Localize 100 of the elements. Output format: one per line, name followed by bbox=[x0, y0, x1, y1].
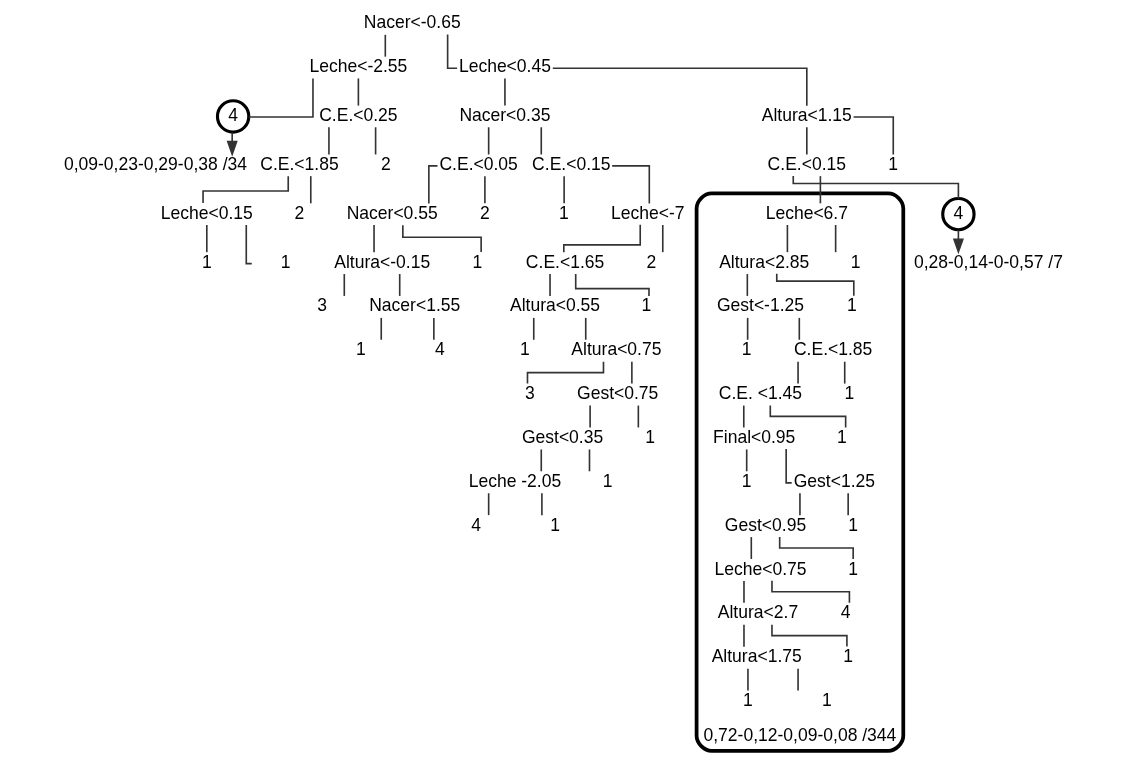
connector bbox=[843, 360, 846, 385]
node-text: Leche<0.45 bbox=[458, 56, 551, 77]
connector bbox=[746, 317, 748, 341]
node-text: C.E.<0.15 bbox=[531, 153, 611, 174]
connector bbox=[562, 175, 565, 205]
node-text: 1 bbox=[280, 251, 291, 272]
connector bbox=[539, 448, 542, 473]
node-text: 1 bbox=[846, 295, 857, 316]
node-text: Altura<2.85 bbox=[718, 251, 809, 272]
connector bbox=[584, 317, 587, 341]
node-text: 1 bbox=[549, 514, 560, 535]
connector bbox=[357, 77, 359, 107]
connector bbox=[487, 492, 489, 516]
node-text: Altura<2.7 bbox=[717, 602, 798, 623]
connector bbox=[588, 448, 590, 473]
node-text: 2 bbox=[294, 202, 304, 223]
node-text: 1 bbox=[842, 646, 853, 667]
node-text: 2 bbox=[479, 202, 490, 223]
node-text: Altura<1.15 bbox=[761, 105, 852, 126]
node-text: C.E.<0.15 bbox=[767, 153, 846, 174]
connector bbox=[630, 360, 633, 385]
connector bbox=[661, 224, 664, 253]
node-text: Altura<0.75 bbox=[570, 339, 661, 360]
connector bbox=[798, 492, 801, 516]
connector bbox=[798, 317, 800, 341]
connector bbox=[819, 175, 821, 205]
node-text: Altura<0.55 bbox=[509, 295, 600, 316]
connector bbox=[746, 667, 749, 692]
connector bbox=[745, 448, 747, 473]
node-text: C.E.<1.85 bbox=[259, 153, 339, 174]
connector bbox=[796, 667, 799, 692]
connector bbox=[309, 175, 312, 205]
node-text: C.E. <1.45 bbox=[718, 383, 802, 404]
connector bbox=[746, 273, 748, 297]
node-text: C.E.<1.85 bbox=[793, 339, 872, 360]
connector bbox=[201, 175, 289, 204]
node-text: 1 bbox=[821, 690, 832, 711]
node-text: Gest<0.95 bbox=[724, 514, 806, 535]
node-text: 1 bbox=[558, 202, 569, 223]
connector bbox=[398, 273, 401, 297]
connector bbox=[742, 623, 745, 648]
node-text: Leche<-2.55 bbox=[308, 56, 407, 77]
node-text: Leche<0.75 bbox=[713, 558, 806, 579]
connector bbox=[610, 165, 650, 205]
node-text: 1 bbox=[355, 339, 366, 360]
connector bbox=[846, 492, 849, 516]
connector bbox=[805, 126, 808, 156]
node-text: Altura<1.75 bbox=[711, 646, 802, 667]
node-text: Leche<6.7 bbox=[765, 202, 848, 223]
connector bbox=[487, 126, 489, 156]
node-text: Gest<-1.25 bbox=[716, 295, 804, 316]
node-text: Altura<-0.15 bbox=[333, 251, 430, 272]
connector bbox=[539, 126, 542, 156]
connector bbox=[852, 116, 894, 156]
connector bbox=[503, 77, 506, 107]
node-text: 1 bbox=[519, 339, 530, 360]
node-text: 1 bbox=[847, 514, 858, 535]
node-text: Nacer<0.35 bbox=[458, 105, 550, 126]
node-text: Gest<0.35 bbox=[521, 426, 603, 447]
node-text: Nacer<0.55 bbox=[346, 202, 438, 223]
node-text: 3 bbox=[524, 383, 535, 404]
connector bbox=[384, 34, 386, 58]
node-text: 1 bbox=[850, 251, 861, 272]
connector bbox=[784, 448, 792, 484]
node-text: 1 bbox=[844, 383, 854, 404]
connector bbox=[786, 224, 788, 253]
node-text: 3 bbox=[316, 295, 327, 316]
node-text: 1 bbox=[201, 251, 212, 272]
node-text: C.E.<1.65 bbox=[525, 251, 604, 272]
connector bbox=[548, 273, 551, 297]
node-text: 2 bbox=[380, 153, 391, 174]
connector bbox=[742, 580, 745, 604]
node-text: 1 bbox=[741, 339, 752, 360]
connector bbox=[796, 360, 799, 385]
connector bbox=[540, 492, 543, 516]
node-circle: 4 bbox=[940, 196, 976, 232]
node-text: Leche<0.15 bbox=[160, 202, 253, 223]
node-text: 0,09-0,23-0,29-0,38 /34 bbox=[63, 153, 247, 174]
node-text: 1 bbox=[741, 470, 752, 491]
node-text: 1 bbox=[887, 153, 898, 174]
connector bbox=[379, 317, 382, 341]
node-text: Gest<1.25 bbox=[793, 470, 875, 491]
node-text: 2 bbox=[646, 251, 656, 272]
node-text: 1 bbox=[836, 426, 847, 447]
node-text: Leche<-7 bbox=[610, 202, 685, 223]
connector bbox=[432, 317, 435, 341]
arrow bbox=[226, 131, 238, 157]
node-text: 1 bbox=[847, 558, 858, 579]
node-text: 1 bbox=[641, 295, 651, 316]
connector bbox=[372, 224, 375, 253]
connector bbox=[374, 126, 376, 156]
node-text: C.E.<0.05 bbox=[438, 153, 518, 174]
connector bbox=[205, 224, 208, 253]
node-circle: 4 bbox=[215, 99, 250, 134]
connector bbox=[742, 404, 745, 429]
node-text: 1 bbox=[602, 470, 613, 491]
connector bbox=[342, 273, 345, 297]
node-text: 1 bbox=[742, 690, 753, 711]
node-text: Gest<0.75 bbox=[576, 383, 658, 404]
connector bbox=[327, 126, 330, 156]
